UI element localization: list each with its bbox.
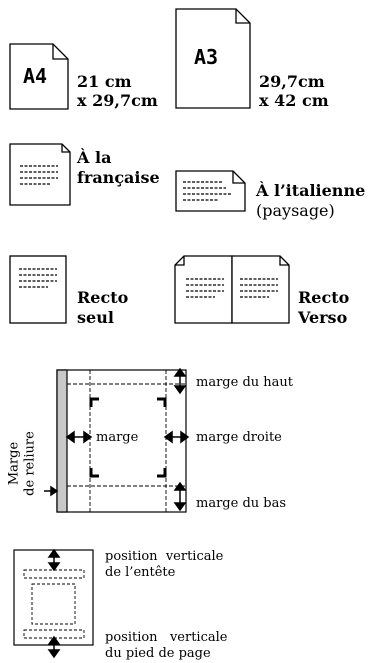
a4-height-label: x 29,7cm <box>77 91 158 110</box>
portrait-label-line1: À la <box>77 148 112 167</box>
right-margin-label: marge droite <box>196 430 282 445</box>
single-sided-label-line2: seul <box>77 308 114 327</box>
double-sided-pages-icon <box>174 255 290 324</box>
double-sided-label-line2: Verso <box>298 308 348 327</box>
top-margin-arrow <box>173 367 187 395</box>
double-sided-label-line1: Recto <box>298 288 350 307</box>
binding-margin-arrow <box>44 485 59 497</box>
header-footer-diagram <box>13 548 94 659</box>
left-margin-arrow <box>65 430 93 444</box>
top-margin-label: marge du haut <box>196 375 293 390</box>
a3-icon-label: A3 <box>194 45 219 69</box>
header-position-label-line2: de l’entête <box>105 565 176 580</box>
single-sided-label-line1: Recto <box>77 288 129 307</box>
margin-label: marge <box>96 430 139 445</box>
a3-height-label: x 42 cm <box>259 91 329 110</box>
footer-position-arrow <box>47 635 61 659</box>
footer-position-label-line2: du pied de page <box>105 646 211 661</box>
a3-sheet-icon <box>175 8 251 109</box>
a3-width-label: 29,7cm <box>259 72 325 91</box>
binding-margin-label-line2: de reliure <box>22 431 38 496</box>
corner-marks <box>89 397 167 478</box>
landscape-page-icon <box>175 170 246 212</box>
landscape-label-line1: À l’italienne <box>256 181 366 200</box>
binding-strip <box>56 369 68 513</box>
portrait-page-icon <box>9 143 71 206</box>
bottom-margin-label: marge du bas <box>196 496 287 511</box>
right-margin-arrow <box>163 430 190 444</box>
single-sided-page-icon <box>9 255 67 324</box>
margins-diagram <box>44 367 190 513</box>
binding-margin-label-line1: Marge <box>6 441 22 486</box>
header-position-label-line1: position verticale <box>105 549 224 564</box>
a4-width-label: 21 cm <box>77 72 132 91</box>
bottom-margin-arrow <box>173 481 187 512</box>
portrait-label-line2: française <box>77 168 160 187</box>
footer-position-label-line1: position verticale <box>105 630 228 645</box>
a4-sheet-icon <box>9 43 69 110</box>
header-position-arrow <box>47 548 61 572</box>
landscape-label-line2: (paysage) <box>256 201 335 220</box>
a4-icon-label: A4 <box>23 64 48 88</box>
